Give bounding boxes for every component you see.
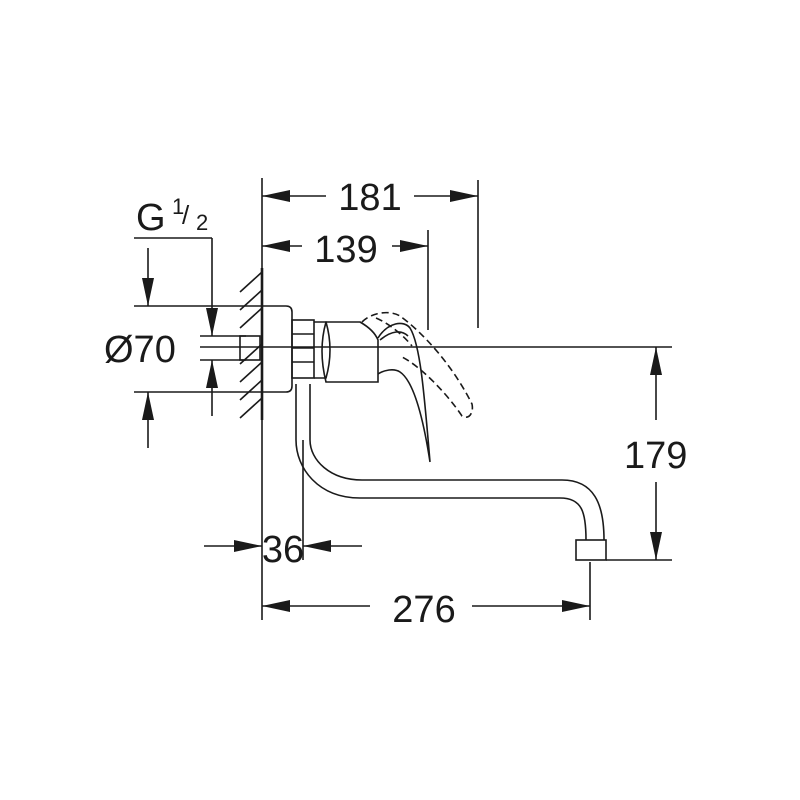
thread-fraction-slash: /: [182, 200, 190, 230]
dim-thread: G 1 / 2: [134, 194, 246, 416]
dim-lever-depth-label: 139: [314, 229, 377, 271]
dim-wall-offset-label: 36: [262, 529, 304, 571]
thread-label: G: [136, 197, 166, 239]
dim-overall-depth: 181: [261, 177, 479, 328]
dim-height-label: 179: [624, 435, 687, 477]
dim-spout-reach-label: 276: [392, 589, 455, 631]
dim-overall-depth-label: 181: [338, 177, 401, 219]
thread-numerator: 1: [172, 194, 184, 219]
faucet-body: [239, 305, 379, 393]
dim-diameter: Ø70: [104, 248, 262, 448]
lever-handle-open-position: [361, 311, 474, 419]
lever-handle: [377, 322, 431, 463]
wall: [239, 268, 264, 420]
dim-diameter-label: Ø70: [104, 329, 176, 371]
dim-wall-offset: 36: [204, 420, 362, 620]
dim-height: 179: [606, 347, 687, 561]
dim-spout-reach: 276: [262, 562, 591, 631]
thread-denominator: 2: [196, 210, 208, 235]
wall-hatching: [239, 271, 263, 419]
spout: [295, 384, 607, 561]
dim-lever-depth: 139: [262, 229, 429, 330]
